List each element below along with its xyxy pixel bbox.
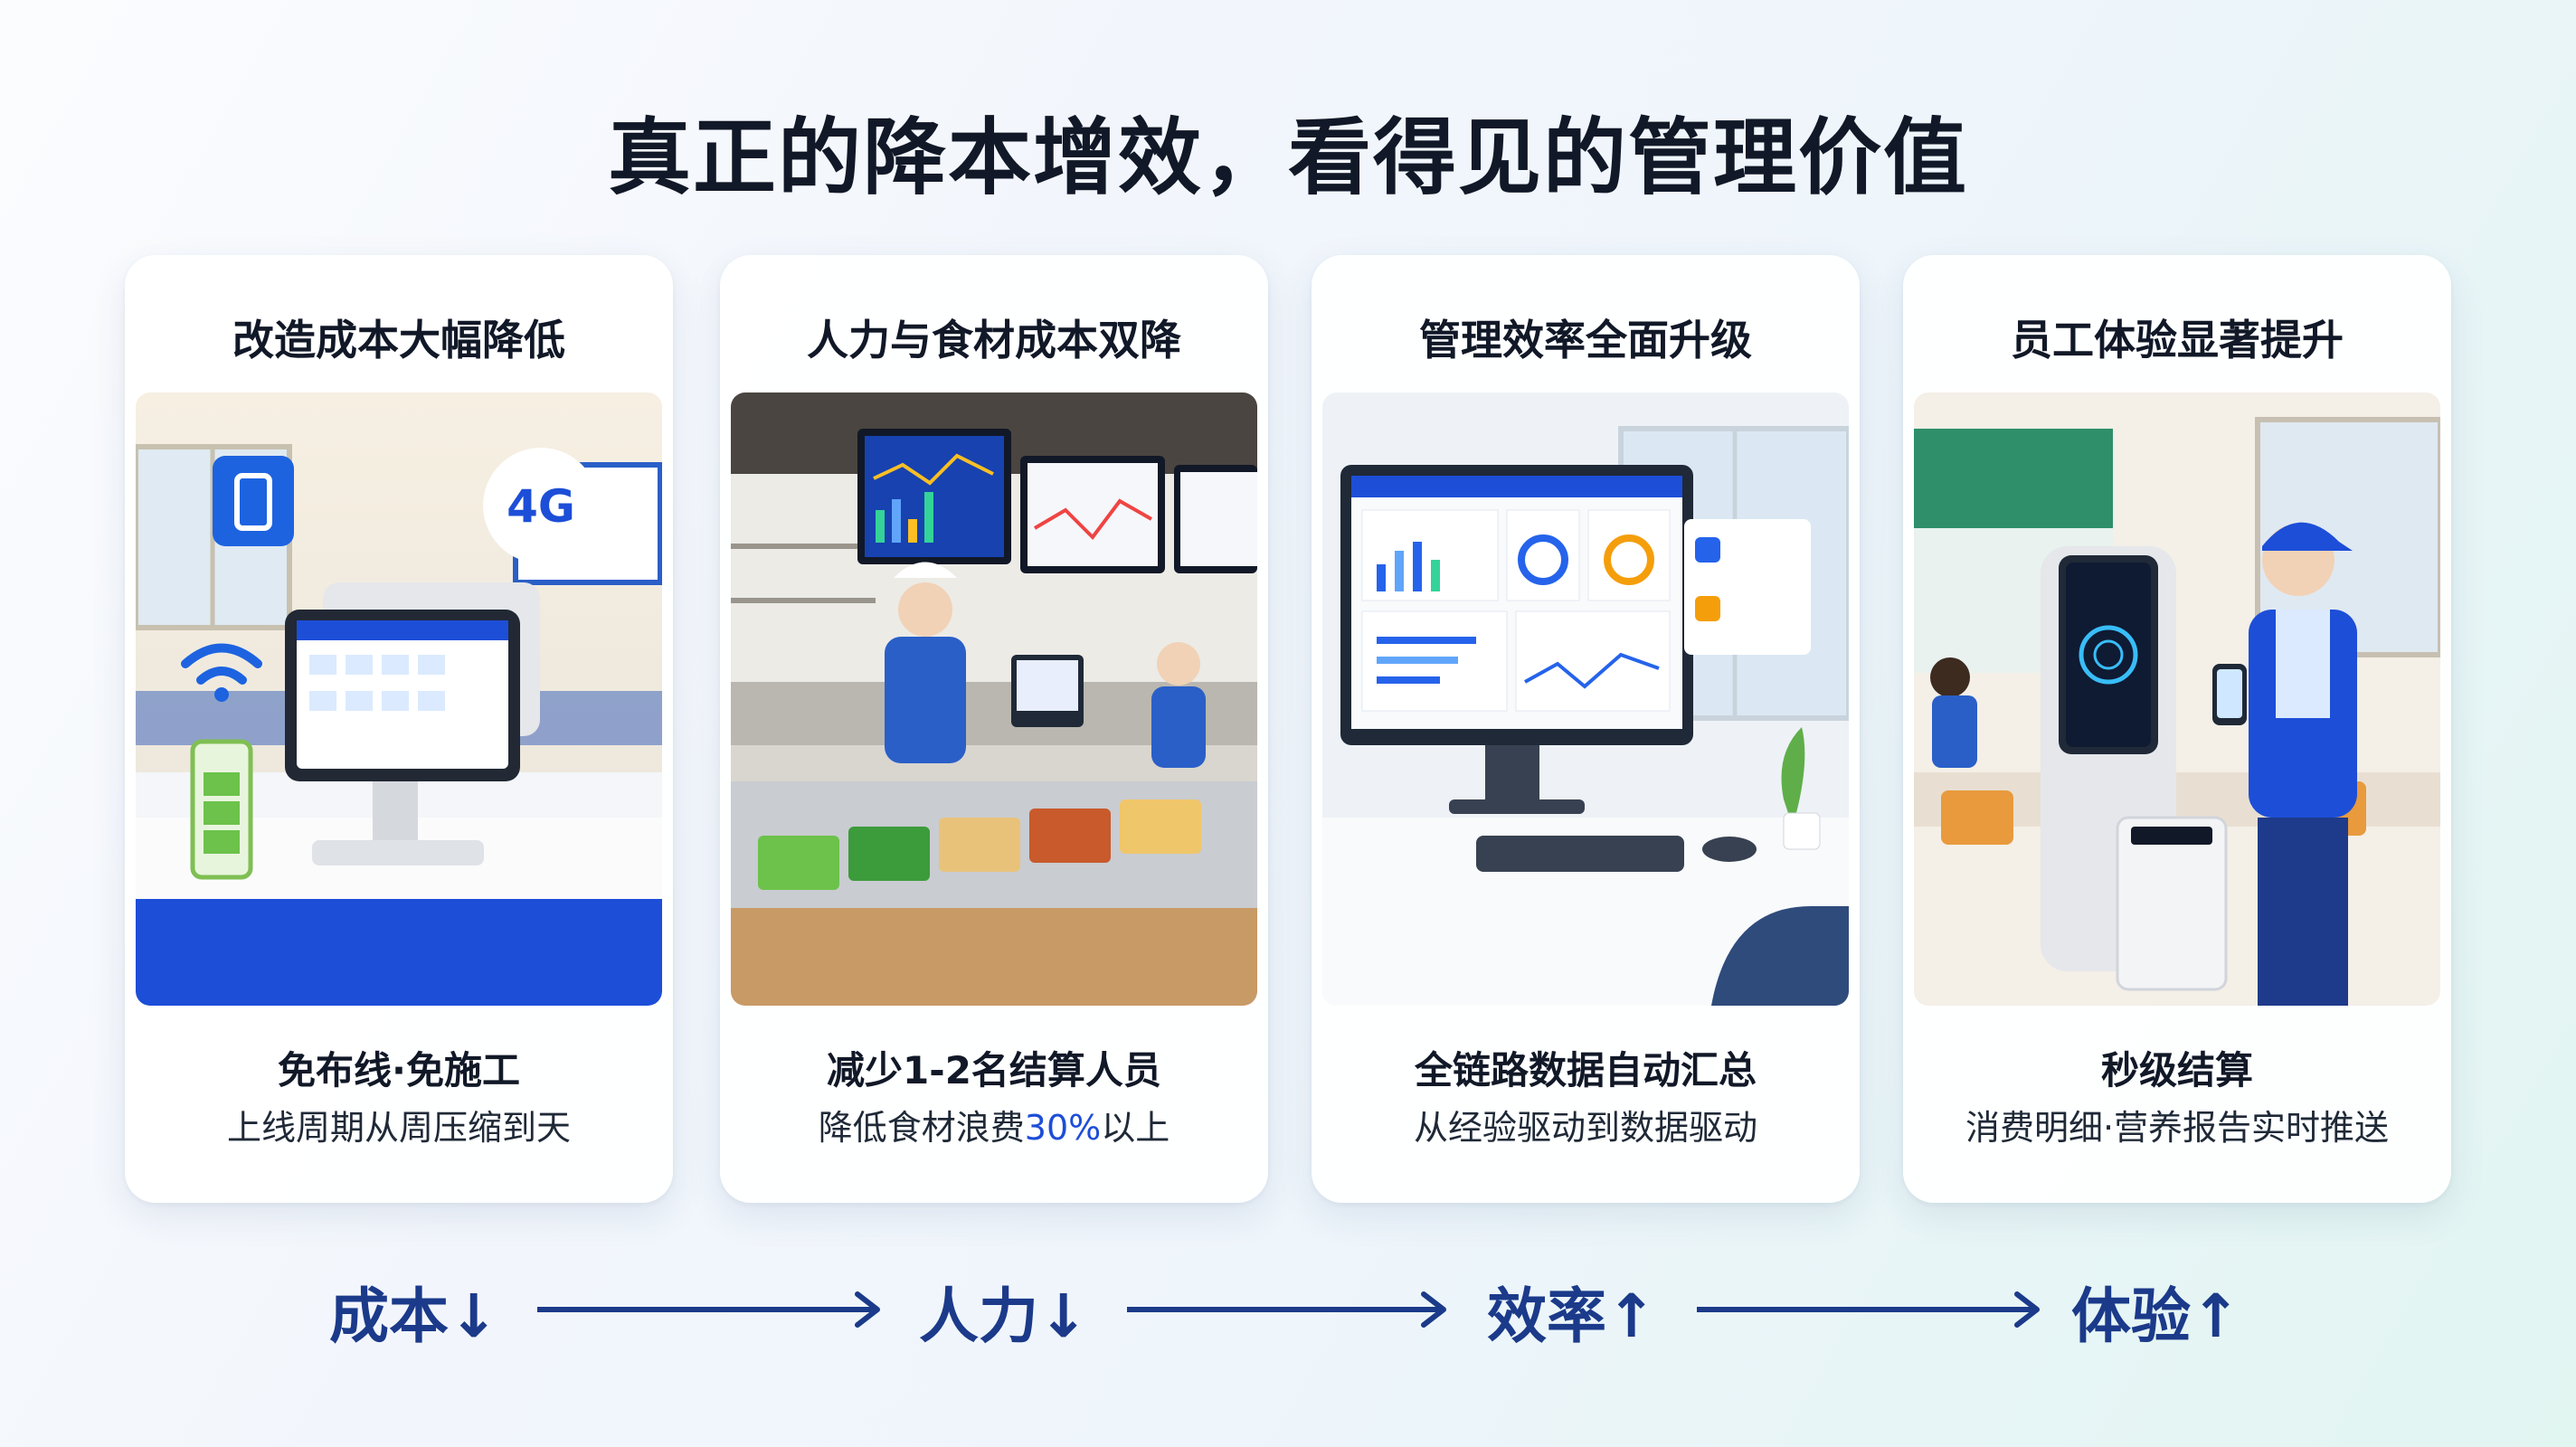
flow-arrow-3 — [1697, 1291, 2040, 1328]
sub-prefix: 降低食材浪费 — [818, 1108, 1025, 1148]
scene-kitchen-image — [731, 392, 1257, 1006]
card-main-text: 减少1-2名结算人员 — [827, 1048, 1161, 1092]
card-main-text: 秒级结算 — [2100, 1048, 2253, 1092]
sub-suffix: 以上 — [1101, 1108, 1170, 1148]
scene-canteen-terminal-image: 4G — [136, 392, 662, 1006]
sub-highlight-percent: 30% — [1024, 1108, 1102, 1148]
card-labor: 人力与食材成本双降 减少1-2名结算人员 降低食材浪费30%以上 — [720, 255, 1268, 1203]
flow-labor-down: 人力↓ — [919, 1281, 1089, 1351]
card-cost: 改造成本大幅降低 4G 免布线 — [125, 255, 673, 1203]
card-sub-text: 上线周期从周压缩到天 — [226, 1108, 571, 1148]
flow-arrow-1 — [537, 1291, 880, 1328]
flow-efficiency-up: 效率↑ — [1487, 1281, 1657, 1351]
card-main-text: 免布线·免施工 — [278, 1048, 520, 1092]
card-main-text: 全链路数据自动汇总 — [1414, 1048, 1757, 1092]
4g-badge-text: 4G — [507, 480, 575, 533]
page-title: 真正的降本增效，看得见的管理价值 — [607, 109, 1968, 206]
scene-employee-kiosk-image — [1914, 392, 2440, 1006]
card-title: 人力与食材成本双降 — [807, 316, 1181, 364]
card-title: 管理效率全面升级 — [1419, 316, 1752, 364]
card-sub-text: 降低食材浪费30%以上 — [720, 1100, 1268, 1149]
flow-cost-down: 成本↓ — [329, 1281, 499, 1351]
card-experience: 员工体验显著提升 秒级结算 消费明细·营养报告实时推送 — [1903, 255, 2451, 1203]
flow-arrow-2 — [1127, 1291, 1446, 1328]
flow-experience-up: 体验↑ — [2071, 1281, 2241, 1351]
card-sub-text: 从经验驱动到数据驱动 — [1413, 1108, 1757, 1148]
card-title: 改造成本大幅降低 — [232, 316, 565, 364]
card-efficiency: 管理效率全面升级 全链路数据自动汇总 从经验驱动到数据驱动 — [1312, 255, 1860, 1203]
card-title: 员工体验显著提升 — [2011, 316, 2344, 364]
card-sub-text: 消费明细·营养报告实时推送 — [1965, 1108, 2390, 1148]
scene-dashboard-monitor-image — [1322, 392, 1849, 1006]
